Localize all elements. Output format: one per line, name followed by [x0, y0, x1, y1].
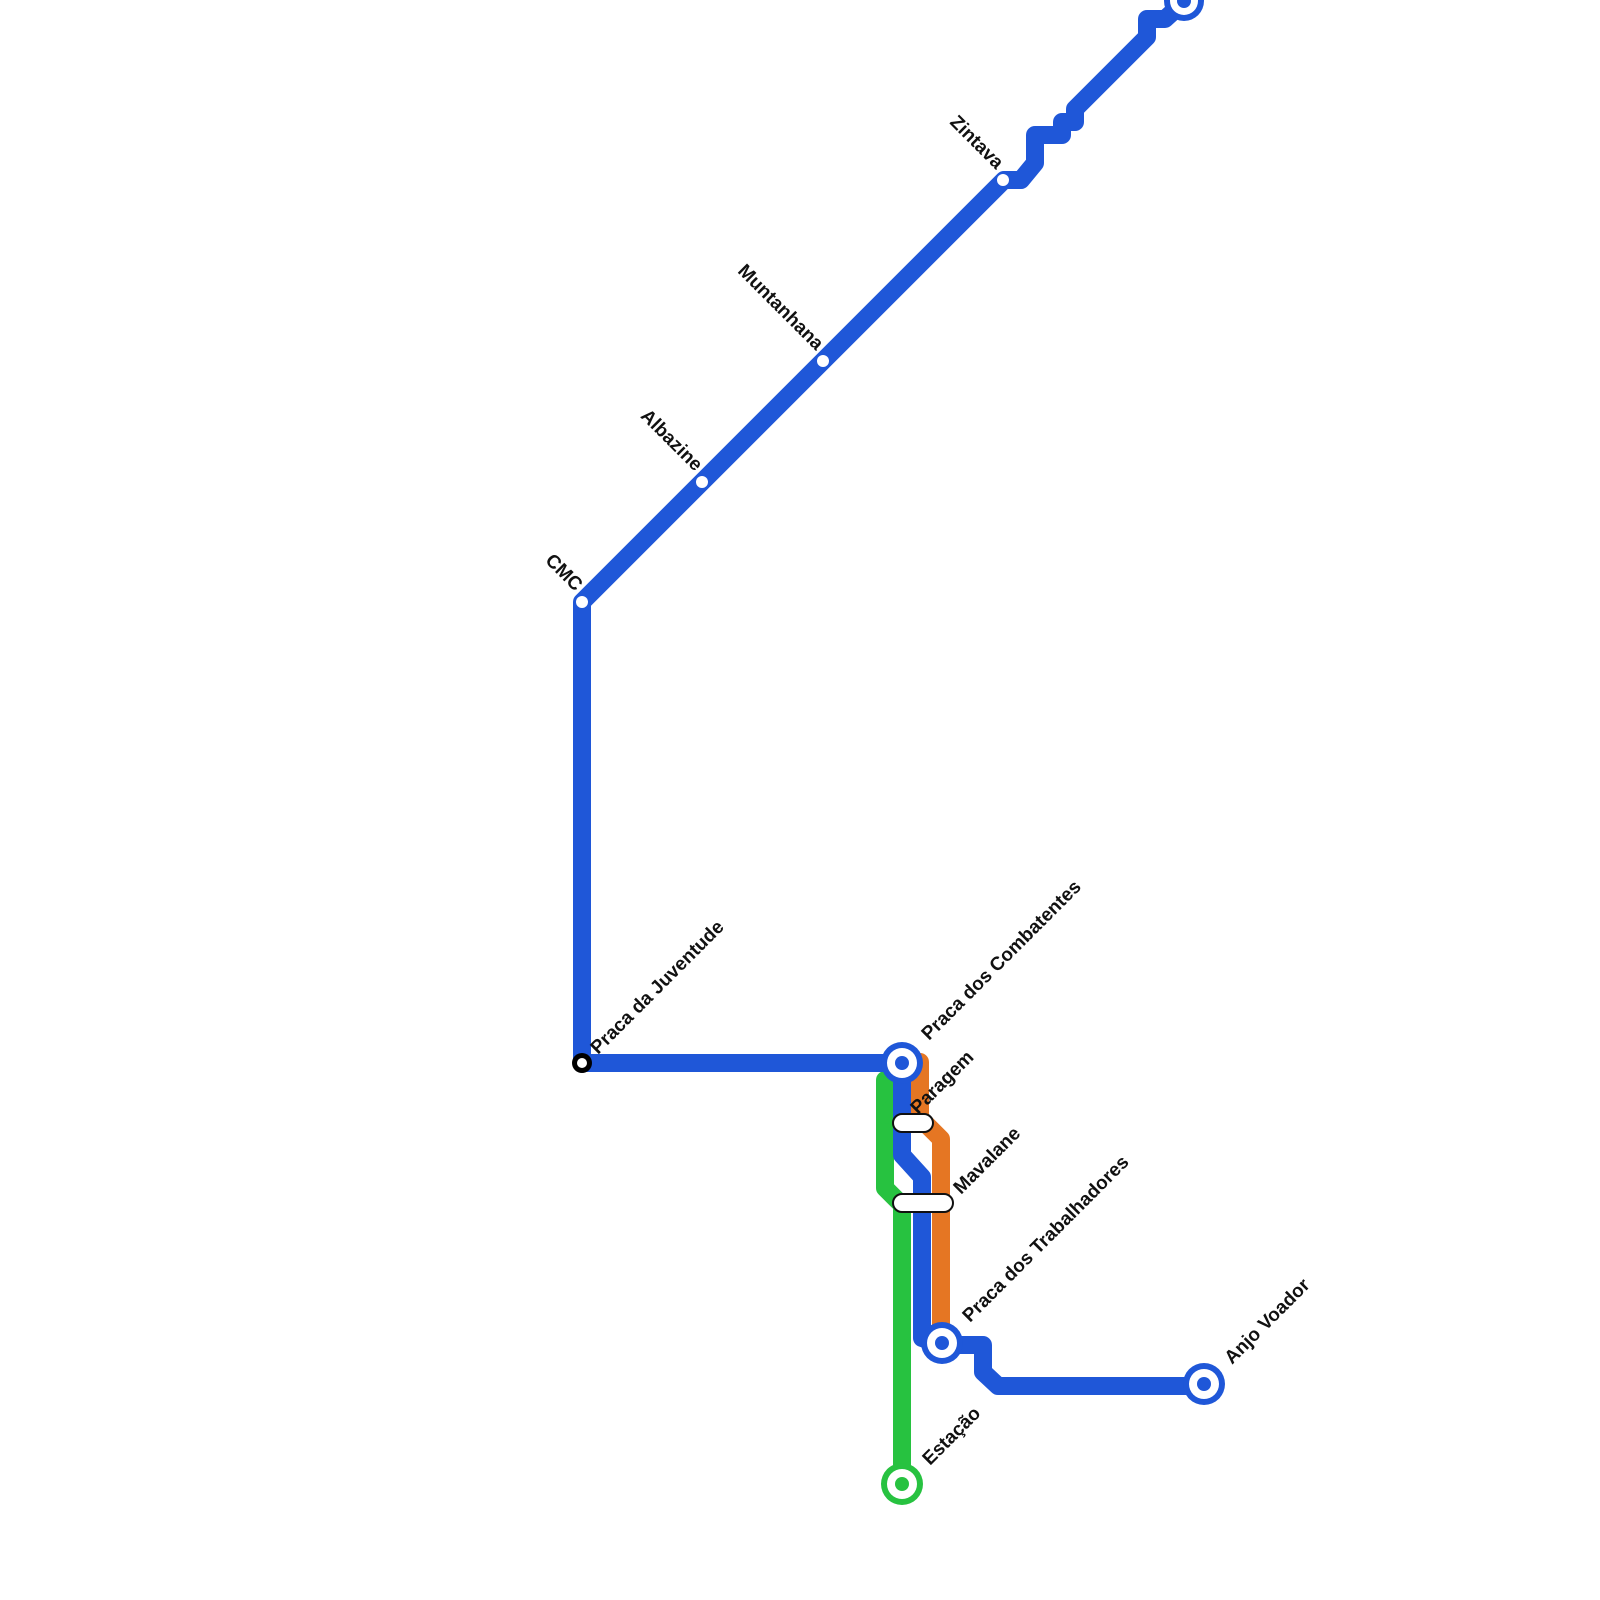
station-mavalane[interactable]: [892, 1193, 954, 1213]
label-cmc: CMC: [541, 550, 587, 596]
blue-line-north[interactable]: [573, 0, 1195, 1072]
label-zintava: Zintava: [945, 112, 1007, 174]
station-albazine-dot[interactable]: [696, 476, 708, 488]
station-praca-combatentes[interactable]: [881, 1042, 923, 1084]
station-anjo-voador[interactable]: [1183, 1363, 1225, 1405]
station-praca-juventude[interactable]: [572, 1053, 592, 1073]
stations: [572, 0, 1225, 1505]
station-paragem[interactable]: [892, 1113, 934, 1133]
station-cmc-dot[interactable]: [576, 596, 588, 608]
station-estacao[interactable]: [881, 1463, 923, 1505]
station-praca-trabalhadores[interactable]: [921, 1322, 963, 1364]
lines: [573, 0, 1215, 1497]
label-albazine: Albazine: [636, 405, 706, 475]
label-muntanhana: Muntanhana: [733, 261, 827, 355]
station-muntanhana-dot[interactable]: [817, 355, 829, 367]
station-top-terminus[interactable]: [1164, 0, 1204, 21]
station-zintava-dot[interactable]: [997, 174, 1009, 186]
label-estacao: Estação: [919, 1403, 985, 1469]
label-anjo-voador: Anjo Voador: [1221, 1274, 1315, 1368]
label-praca-combatentes: Praca dos Combatentes: [918, 877, 1086, 1045]
green-line[interactable]: [876, 1071, 911, 1497]
label-mavalane: Mavalane: [950, 1123, 1025, 1198]
label-praca-juventude: Praca da Juventude: [587, 917, 729, 1059]
